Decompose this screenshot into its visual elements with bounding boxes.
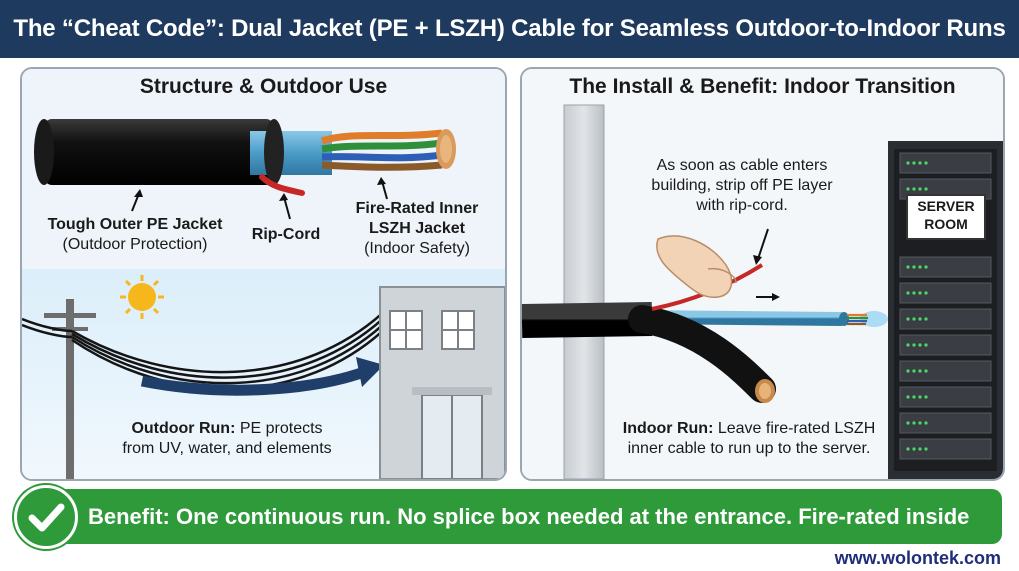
rack-unit xyxy=(899,360,992,382)
status-led xyxy=(906,291,910,295)
outer-jacket-label-title: Tough Outer PE Jacket xyxy=(47,216,223,233)
indoor-run-caption: Indoor Run: Leave fire-rated LSZH inner … xyxy=(614,419,884,459)
status-led xyxy=(912,317,916,321)
status-led xyxy=(918,421,922,425)
status-led xyxy=(918,317,922,321)
outdoor-run-heading: Outdoor Run: xyxy=(131,420,236,437)
status-led xyxy=(906,343,910,347)
hand-icon xyxy=(656,235,737,298)
status-led xyxy=(912,187,916,191)
outer-jacket-label: Tough Outer PE Jacket (Outdoor Protectio… xyxy=(30,215,240,255)
instruction-line-3: with rip-cord. xyxy=(696,197,788,214)
inner-jacket-label: Fire-Rated Inner LSZH Jacket (Indoor Saf… xyxy=(342,199,492,259)
status-led xyxy=(918,343,922,347)
install-illustration xyxy=(522,69,1003,479)
status-led xyxy=(924,447,928,451)
rack-unit xyxy=(899,386,992,408)
rack-unit xyxy=(899,152,992,174)
outdoor-run-text-2: from UV, water, and elements xyxy=(122,440,332,457)
status-led xyxy=(918,291,922,295)
sun-icon xyxy=(120,275,164,319)
status-led xyxy=(918,265,922,269)
indoor-run-text-2: inner cable to run up to the server. xyxy=(627,440,871,457)
instruction-pointer xyxy=(757,228,769,260)
status-led xyxy=(918,369,922,373)
outdoor-run-caption: Outdoor Run: PE protects from UV, water,… xyxy=(92,419,362,459)
status-led xyxy=(924,317,928,321)
status-led xyxy=(912,421,916,425)
status-led xyxy=(906,265,910,269)
inner-jacket-label-title-1: Fire-Rated Inner xyxy=(355,200,479,217)
structure-illustration xyxy=(22,69,505,479)
outdoor-run-text-1: PE protects xyxy=(235,420,323,437)
instruction-line-1: As soon as cable enters xyxy=(656,157,828,174)
cable-cutaway xyxy=(34,119,456,196)
install-panel: The Install & Benefit: Indoor Transition… xyxy=(520,67,1005,481)
status-led xyxy=(906,187,910,191)
status-led xyxy=(918,395,922,399)
rack-units xyxy=(899,152,992,460)
server-room-sign xyxy=(906,194,986,240)
status-led xyxy=(912,265,916,269)
rip-cord-label: Rip-Cord xyxy=(251,226,321,243)
status-led xyxy=(906,369,910,373)
stripped-pe-jacket xyxy=(628,305,776,403)
status-led xyxy=(906,421,910,425)
run-direction-arrow xyxy=(140,365,369,396)
inner-jacket-label-note: (Indoor Safety) xyxy=(364,240,470,257)
status-led xyxy=(918,161,922,165)
server-room-label-2: ROOM xyxy=(924,216,968,232)
checkmark-icon xyxy=(14,485,78,549)
indoor-run-text-1: Leave fire-rated LSZH xyxy=(713,420,876,437)
status-led xyxy=(912,161,916,165)
structure-panel: Structure & Outdoor Use Tough Outer PE J… xyxy=(20,67,507,481)
status-led xyxy=(912,291,916,295)
instruction-text: As soon as cable enters building, strip … xyxy=(622,156,862,216)
rack-unit xyxy=(899,282,992,304)
status-led xyxy=(912,343,916,347)
status-led xyxy=(918,187,922,191)
structure-panel-title: Structure & Outdoor Use xyxy=(139,75,388,98)
status-led xyxy=(924,291,928,295)
status-led xyxy=(924,343,928,347)
benefit-text: Benefit: One continuous run. No splice b… xyxy=(88,504,970,529)
footer-url[interactable]: www.wolontek.com xyxy=(834,548,1001,568)
rip-cord-pointer xyxy=(283,196,291,220)
status-led xyxy=(924,187,928,191)
status-led xyxy=(906,317,910,321)
rack-unit xyxy=(899,334,992,356)
indoor-run-heading: Indoor Run: xyxy=(622,420,714,437)
server-room-label-1: SERVER xyxy=(917,198,975,214)
outer-jacket-label-note: (Outdoor Protection) xyxy=(62,236,208,253)
status-led xyxy=(912,369,916,373)
status-led xyxy=(918,447,922,451)
rack-unit xyxy=(899,412,992,434)
status-led xyxy=(912,447,916,451)
inner-jacket-label-title-2: LSZH Jacket xyxy=(368,220,466,237)
status-led xyxy=(924,421,928,425)
benefit-banner: Benefit: One continuous run. No splice b… xyxy=(14,485,1002,549)
rack-unit xyxy=(899,308,992,330)
header-bar: The “Cheat Code”: Dual Jacket (PE + LSZH… xyxy=(0,0,1019,58)
instruction-line-2: building, strip off PE layer xyxy=(651,177,833,194)
rack-unit xyxy=(899,438,992,460)
status-led xyxy=(924,395,928,399)
page-title: The “Cheat Code”: Dual Jacket (PE + LSZH… xyxy=(13,15,1006,42)
status-led xyxy=(906,161,910,165)
status-led xyxy=(906,447,910,451)
building-icon xyxy=(379,286,505,479)
status-led xyxy=(924,369,928,373)
utility-pole-icon xyxy=(44,299,96,479)
rack-unit xyxy=(899,256,992,278)
install-panel-title: The Install & Benefit: Indoor Transition xyxy=(569,75,956,98)
status-led xyxy=(924,161,928,165)
status-led xyxy=(906,395,910,399)
status-led xyxy=(912,395,916,399)
status-led xyxy=(924,265,928,269)
building-wall xyxy=(563,104,605,479)
server-room-label: SERVER ROOM xyxy=(907,197,985,233)
